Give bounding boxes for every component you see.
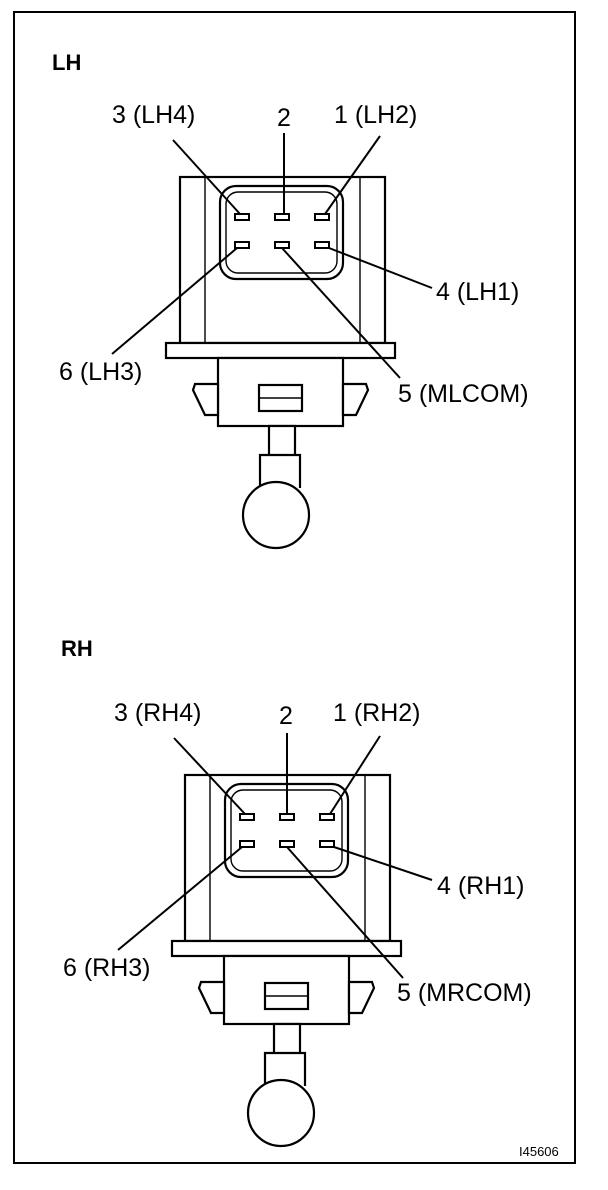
rh-pin-5 — [279, 840, 295, 848]
rh-pin-1-label: 1 (RH2) — [333, 699, 421, 727]
rh-pin-6-label: 6 (RH3) — [63, 954, 151, 982]
rh-pin-1 — [319, 813, 335, 821]
lh-pin-5-label: 5 (MLCOM) — [398, 380, 529, 408]
rh-pin-3-label: 3 (RH4) — [114, 699, 202, 727]
lh-pin-6 — [234, 241, 250, 249]
rh-pin-4 — [319, 840, 335, 848]
rh-heading: RH — [61, 636, 93, 661]
lh-pin-3 — [234, 213, 250, 221]
rh-leader-lines — [117, 733, 433, 979]
rh-pin-6 — [239, 840, 255, 848]
lh-pin-5 — [274, 241, 290, 249]
lh-connector-body — [164, 175, 397, 550]
lh-heading: LH — [52, 50, 81, 75]
lh-connector: LH — [52, 50, 529, 550]
lh-leader-lines — [111, 133, 433, 379]
rh-pin-4-label: 4 (RH1) — [437, 872, 525, 900]
lh-pin-4-label: 4 (LH1) — [436, 278, 519, 306]
rh-pin-2 — [279, 813, 295, 821]
rh-connector: RH — [61, 636, 532, 1148]
rh-pin-2-label: 2 — [279, 702, 293, 730]
figure-code: I45606 — [519, 1144, 559, 1159]
lh-pin-3-label: 3 (LH4) — [112, 101, 195, 129]
rh-pin-5-label: 5 (MRCOM) — [397, 979, 532, 1007]
rh-pin-3 — [239, 813, 255, 821]
lh-pin-4 — [314, 241, 330, 249]
lh-pin-2-label: 2 — [277, 104, 291, 132]
rh-connector-body — [170, 773, 403, 1148]
lh-pins — [234, 213, 330, 249]
lh-pin-1-label: 1 (LH2) — [334, 101, 417, 129]
lh-pin-6-label: 6 (LH3) — [59, 358, 142, 386]
rh-pins — [239, 813, 335, 848]
lh-pin-2 — [274, 213, 290, 221]
lh-pin-1 — [314, 213, 330, 221]
